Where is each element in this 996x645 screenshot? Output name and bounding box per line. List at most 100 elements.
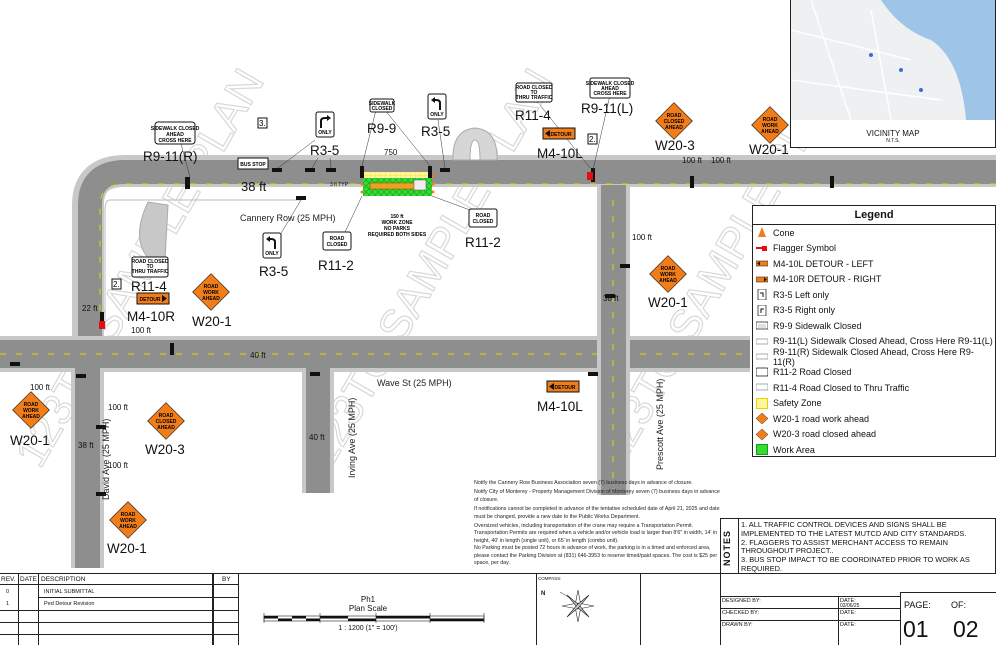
svg-text:100 ft: 100 ft [632,233,653,242]
svg-text:David Ave (25 MPH): David Ave (25 MPH) [101,419,111,500]
svg-text:AHEAD: AHEAD [601,86,619,92]
svg-text:R3-5: R3-5 [259,264,288,279]
general-notes: Notify the Cannery Row Business Associat… [474,480,724,569]
work-area-icon [756,444,768,456]
legend-label: R11-2 Road Closed [773,367,852,378]
date-label: DATE: [840,622,856,628]
svg-text:ONLY: ONLY [318,130,332,136]
svg-text:NO PARKS: NO PARKS [384,226,411,232]
svg-text:40 ft: 40 ft [309,433,325,442]
svg-text:W20-1: W20-1 [192,314,232,329]
compass-north: N [541,591,546,597]
legend-item: Flagger Symbol [753,241,995,257]
svg-text:ONLY: ONLY [430,112,444,118]
sign-r3-5-left-lower: ONLY [262,232,282,259]
svg-text:ROAD: ROAD [476,213,491,219]
svg-text:ROAD: ROAD [667,113,682,119]
svg-text:WORK ZONE: WORK ZONE [381,220,413,226]
svg-text:WORK: WORK [23,408,39,414]
svg-text:TO: TO [531,90,538,96]
svg-text:M4-10L: M4-10L [537,399,583,414]
legend-label: R3-5 Left only [773,289,830,300]
date-label: DATE: [840,598,856,604]
svg-text:150 ft: 150 ft [390,214,403,220]
compass-rose-icon [560,589,595,623]
legend-label: R9-9 Sidewalk Closed [773,320,862,331]
scale-title: Plan Scale [348,604,388,613]
sign-r9-11l: SIDEWALK CLOSED AHEAD CROSS HERE [586,77,635,99]
svg-text:ROAD CLOSED: ROAD CLOSED [516,85,553,91]
work-zone [360,172,435,196]
svg-text:R11-2: R11-2 [318,258,354,273]
sign-bus-stop: BUS STOP [237,157,269,170]
svg-text:WORK: WORK [762,123,778,129]
sign-r9-11r: SIDEWALK CLOSED AHEAD CROSS HERE [151,121,200,145]
note-line: THROUGHOUT PROJECT.. [741,546,834,556]
flagger-icon [756,243,768,254]
svg-text:CLOSED: CLOSED [327,242,348,248]
sidewalk-ahead-left-icon [755,336,769,347]
svg-text:R3-5: R3-5 [310,143,339,158]
svg-text:100 ft: 100 ft [682,156,703,165]
svg-text:3.: 3. [259,119,266,128]
svg-text:AHEAD: AHEAD [157,425,175,431]
svg-text:WORK: WORK [120,518,136,524]
road-closed-thru-icon [755,382,769,393]
notes-box: NOTES 1. ALL TRAFFIC CONTROL DEVICES AND… [720,518,996,574]
svg-text:R9-11(R): R9-11(R) [143,149,198,164]
legend-item: R9-9 Sidewalk Closed [753,318,995,334]
svg-text:100 ft: 100 ft [131,326,152,335]
road-closed-icon [755,367,769,378]
svg-text:AHEAD: AHEAD [22,414,40,420]
svg-text:CLOSED: CLOSED [473,219,494,225]
svg-text:R11-2: R11-2 [465,235,501,250]
svg-text:REQUIRED BOTH SIDES: REQUIRED BOTH SIDES [368,232,427,238]
of-label: OF: [951,600,966,610]
svg-text:AHEAD: AHEAD [665,125,683,131]
legend-title: Legend [753,206,995,225]
detour-right-icon [755,274,769,285]
svg-text:THRU TRAFFIC: THRU TRAFFIC [132,269,169,275]
step-3-marker: 3. [257,117,268,129]
legend: Legend Cone Flagger Symbol M4-10L DETOUR… [752,205,996,457]
svg-text:ROAD CLOSED: ROAD CLOSED [132,259,169,265]
svg-text:Prescott Ave (25 MPH): Prescott Ave (25 MPH) [655,379,665,470]
vicinity-map-title: VICINITY MAP [866,129,920,138]
vicinity-map-scale: N.T.S. [886,138,900,144]
note-line: 1. ALL TRAFFIC CONTROL DEVICES AND SIGNS… [741,520,947,529]
legend-item: R9-11(R) Sidewalk Closed Ahead, Cross He… [753,346,995,367]
rev-description: Ped Detour Revision [44,601,95,607]
svg-text:DETOUR: DETOUR [139,297,160,303]
right-only-icon [756,304,768,317]
legend-item: R9-11(L) Sidewalk Closed Ahead, Cross He… [753,334,995,350]
sidewalk-closed-icon [755,320,769,331]
svg-text:W20-1: W20-1 [648,295,688,310]
svg-text:AHEAD: AHEAD [166,132,184,138]
page-number: 01 [903,616,929,642]
checked-by-label: CHECKED BY: [722,610,759,616]
svg-text:AHEAD: AHEAD [761,129,779,135]
svg-text:CROSS HERE: CROSS HERE [593,91,627,97]
designed-date: 02/06/25 [840,603,860,609]
svg-text:38 ft: 38 ft [78,441,94,450]
svg-text:BUS STOP: BUS STOP [240,162,266,168]
svg-text:3 ft TYP: 3 ft TYP [330,182,349,188]
sign-r11-4-left: ROAD CLOSED TO THRU TRAFFIC [131,256,169,278]
legend-item: W20-1 road work ahead [753,411,995,427]
svg-text:M4-10L: M4-10L [537,146,583,161]
legend-label: R9-11(R) Sidewalk Closed Ahead, Cross He… [773,346,974,367]
sign-r3-5-left-only: ONLY [427,93,447,120]
legend-label: Safety Zone [773,398,822,409]
legend-label: W20-3 road closed ahead [773,429,877,440]
svg-text:ROAD: ROAD [330,236,345,242]
svg-text:38 ft: 38 ft [603,294,619,303]
sign-m4-10l-top: DETOUR [542,127,576,140]
svg-text:W20-1: W20-1 [749,142,789,157]
description-header: DESCRIPTION [41,576,86,583]
legend-label: Flagger Symbol [773,243,837,254]
